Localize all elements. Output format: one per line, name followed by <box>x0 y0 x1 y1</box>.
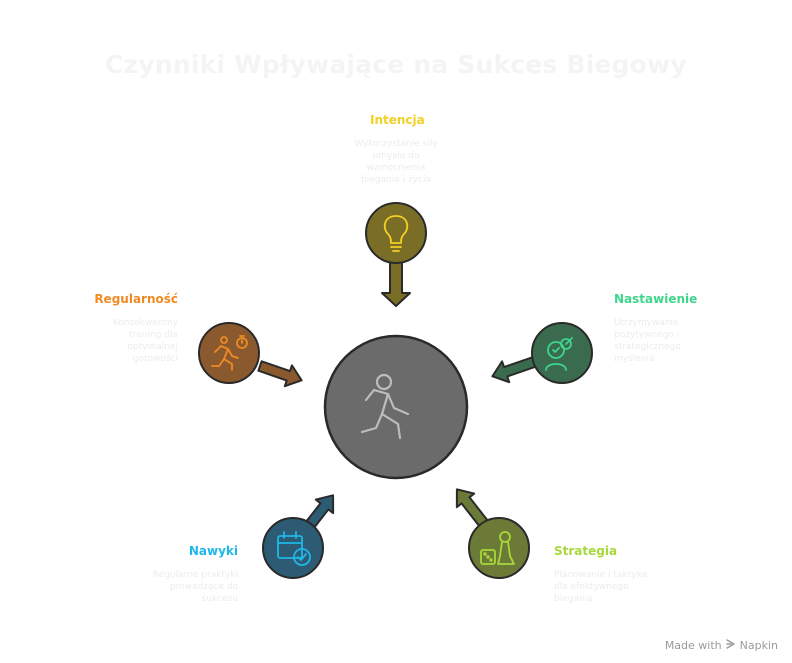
desc-nastawienie: Utrzymywanie pozytywnego i strategiczneg… <box>614 317 724 365</box>
footer-prefix: Made with <box>664 639 722 652</box>
footer-branding: Made with Napkin <box>665 638 778 653</box>
desc-regularnosc-line: optymalnej <box>127 342 178 352</box>
desc-nawyki: Regularne praktyki prowadzące do sukcesu <box>118 569 238 605</box>
desc-nastawienie-line: Utrzymywanie <box>614 318 679 328</box>
arrow-strategia <box>455 488 489 529</box>
mindset-icon <box>545 337 573 371</box>
runner-icon <box>360 373 410 440</box>
desc-intencja-line: biegania i życia <box>361 175 431 185</box>
desc-regularnosc: Konsekwentny trening dla optymalnej goto… <box>78 317 178 365</box>
node-intencja <box>365 202 427 264</box>
arrow-regularnosc <box>257 360 303 388</box>
napkin-logo-icon <box>725 638 736 653</box>
desc-strategia: Planowanie i taktyka dla efektywnego bie… <box>554 569 674 605</box>
desc-nawyki-line: sukcesu <box>201 594 238 604</box>
lightbulb-icon <box>383 215 409 252</box>
desc-strategia-line: Planowanie i taktyka <box>554 570 648 580</box>
running-timer-icon <box>211 335 248 371</box>
desc-nawyki-line: prowadzące do <box>169 582 238 592</box>
center-node <box>323 334 469 480</box>
desc-intencja-line: wzmocnienia <box>366 163 426 173</box>
node-nawyki <box>262 517 324 579</box>
label-regularnosc: Regularność <box>94 292 178 306</box>
diagram-title: Czynniki Wpływające na Sukces Biegowy <box>105 50 687 79</box>
desc-intencja-line: umysłu do <box>372 151 420 161</box>
desc-regularnosc-line: gotowości <box>132 354 178 364</box>
label-nastawienie: Nastawienie <box>614 292 698 306</box>
desc-strategia-line: dla efektywnego <box>554 582 629 592</box>
desc-intencja-line: Wykorzystanie siły <box>354 139 438 149</box>
label-strategia: Strategia <box>554 544 618 558</box>
node-nastawienie <box>531 322 593 384</box>
desc-regularnosc-line: trening dla <box>129 330 178 340</box>
desc-strategia-line: biegania <box>554 594 593 604</box>
footer-brand: Napkin <box>739 639 778 652</box>
arrow-intencja <box>381 261 411 307</box>
node-regularnosc <box>198 322 260 384</box>
calendar-check-icon <box>277 531 311 566</box>
desc-nastawienie-line: myślenia <box>614 354 655 364</box>
game-strategy-icon <box>480 531 515 565</box>
desc-regularnosc-line: Konsekwentny <box>112 318 178 328</box>
label-intencja: Intencja <box>370 113 425 127</box>
node-strategia <box>468 517 530 579</box>
desc-nawyki-line: Regularne praktyki <box>152 570 238 580</box>
desc-intencja: Wykorzystanie siły umysłu do wzmocnienia… <box>336 138 456 186</box>
label-nawyki: Nawyki <box>188 544 238 558</box>
desc-nastawienie-line: pozytywnego i <box>614 330 680 340</box>
arrow-nastawienie <box>491 356 537 384</box>
desc-nastawienie-line: strategicznego <box>614 342 681 352</box>
